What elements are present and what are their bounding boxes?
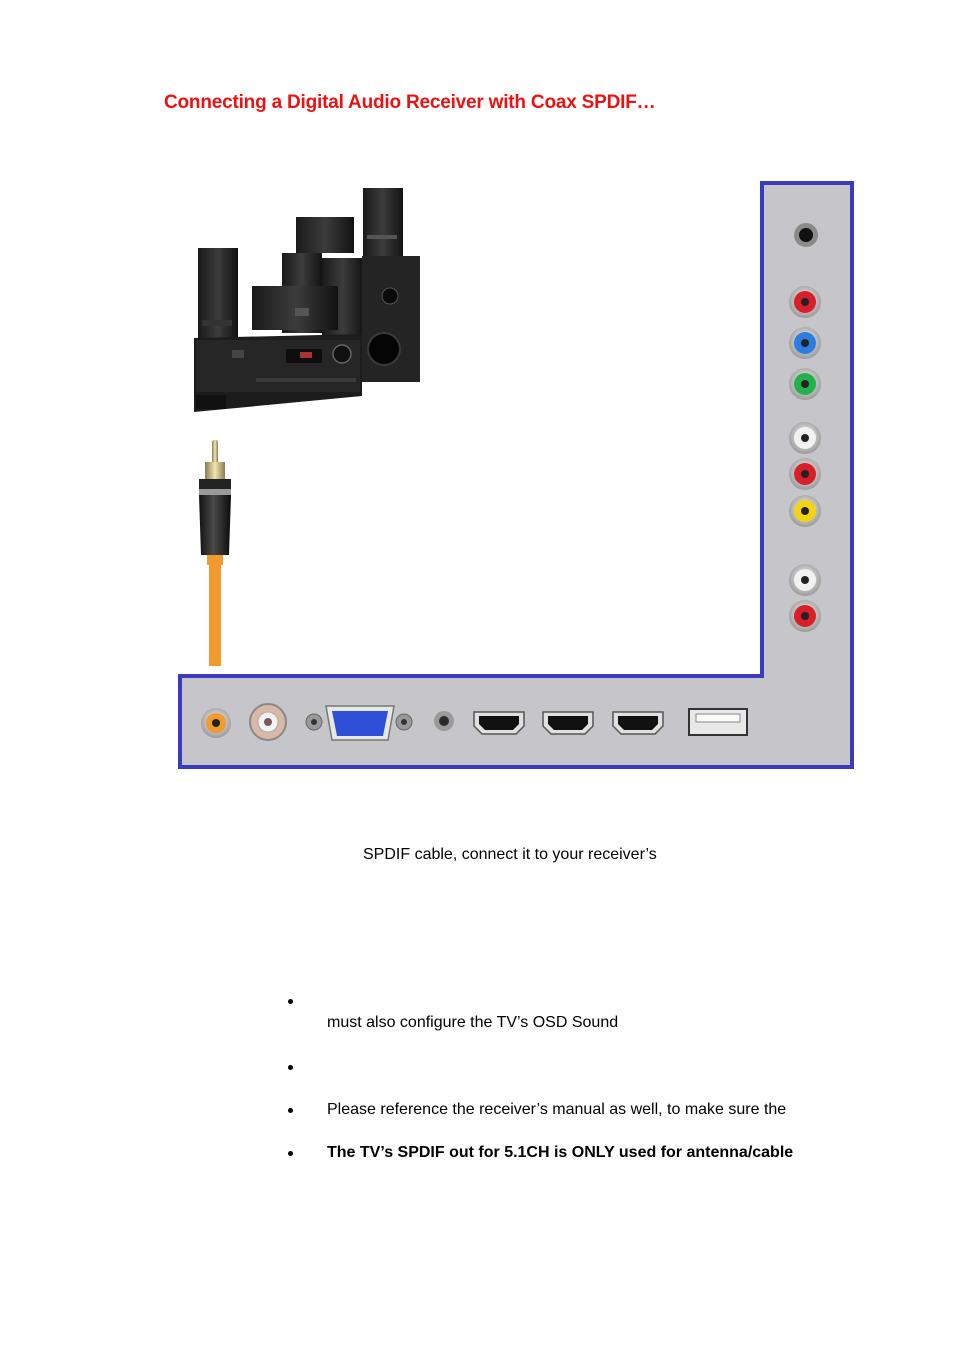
jack-green-icon — [789, 368, 821, 400]
instruction-text: SPDIF cable, connect it to your receiver… — [363, 846, 657, 863]
connection-diagram — [178, 181, 854, 769]
jack-blue-icon — [789, 327, 821, 359]
jack-white-icon — [789, 564, 821, 596]
jack-red-icon — [789, 600, 821, 632]
jack-white-icon — [789, 422, 821, 454]
jack-yellow-icon — [789, 495, 821, 527]
spdif-jack-icon — [201, 708, 231, 738]
bottom-jacks — [201, 703, 748, 741]
usb-port-icon — [688, 708, 748, 736]
hdmi-port-icon — [612, 711, 664, 735]
page-title: Connecting a Digital Audio Receiver with… — [164, 92, 656, 113]
receiver-icon — [194, 188, 420, 412]
jack-red-icon — [789, 286, 821, 318]
hdmi-port-icon — [542, 711, 594, 735]
bullet-icon — [288, 1108, 293, 1113]
rca-plug-icon — [199, 440, 231, 565]
coax-cable — [209, 560, 221, 666]
antenna-jack-icon — [249, 703, 287, 741]
tv-connector-panel — [178, 181, 854, 769]
pc-audio-jack-icon — [434, 711, 454, 731]
hdmi-port-icon — [473, 711, 525, 735]
vga-port-icon — [305, 705, 413, 741]
bullet-icon — [288, 999, 293, 1004]
bullet-icon — [288, 1065, 293, 1070]
bullet-icon — [288, 1151, 293, 1156]
jack-red-icon — [789, 458, 821, 490]
side-jacks — [789, 223, 821, 632]
